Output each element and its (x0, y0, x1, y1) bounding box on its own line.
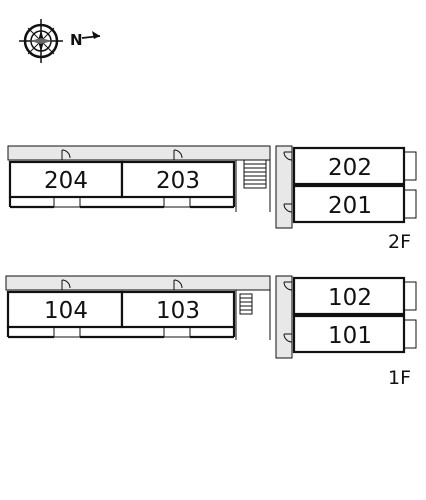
floor-1f: 104 103 102 101 1F (5, 275, 417, 389)
north-arrow-icon (81, 31, 101, 39)
door-icon (173, 149, 183, 160)
unit-number: 203 (156, 168, 200, 194)
unit-204: 204 (8, 149, 124, 209)
corridor (275, 145, 293, 229)
door-icon (283, 333, 293, 343)
unit-number: 201 (328, 193, 372, 219)
unit-102: 102 (283, 276, 417, 316)
door-icon (283, 281, 293, 291)
floor-label: 1F (388, 367, 411, 389)
corridor (7, 145, 271, 161)
unit-202: 202 (283, 146, 417, 186)
staircase (239, 293, 253, 315)
unit-number: 104 (44, 298, 88, 324)
compass-rose-icon (19, 19, 63, 63)
floor-2f: 204 203 202 201 2F (7, 145, 417, 253)
door-icon (61, 279, 71, 290)
corridor (5, 275, 271, 291)
door-icon (173, 279, 183, 290)
unit-number: 101 (328, 323, 372, 349)
door-icon (283, 203, 293, 213)
compass: N (19, 19, 101, 63)
unit-203: 203 (120, 149, 236, 209)
door-icon (61, 149, 71, 160)
unit-201: 201 (283, 184, 417, 224)
compass-north-label: N (70, 31, 83, 49)
unit-number: 102 (328, 285, 372, 311)
floor-label: 2F (388, 231, 411, 253)
unit-number: 204 (44, 168, 88, 194)
unit-103: 103 (120, 279, 236, 339)
staircase (243, 159, 267, 189)
unit-number: 202 (328, 155, 372, 181)
unit-number: 103 (156, 298, 200, 324)
door-icon (283, 151, 293, 161)
corridor (275, 275, 293, 359)
unit-101: 101 (283, 314, 417, 354)
